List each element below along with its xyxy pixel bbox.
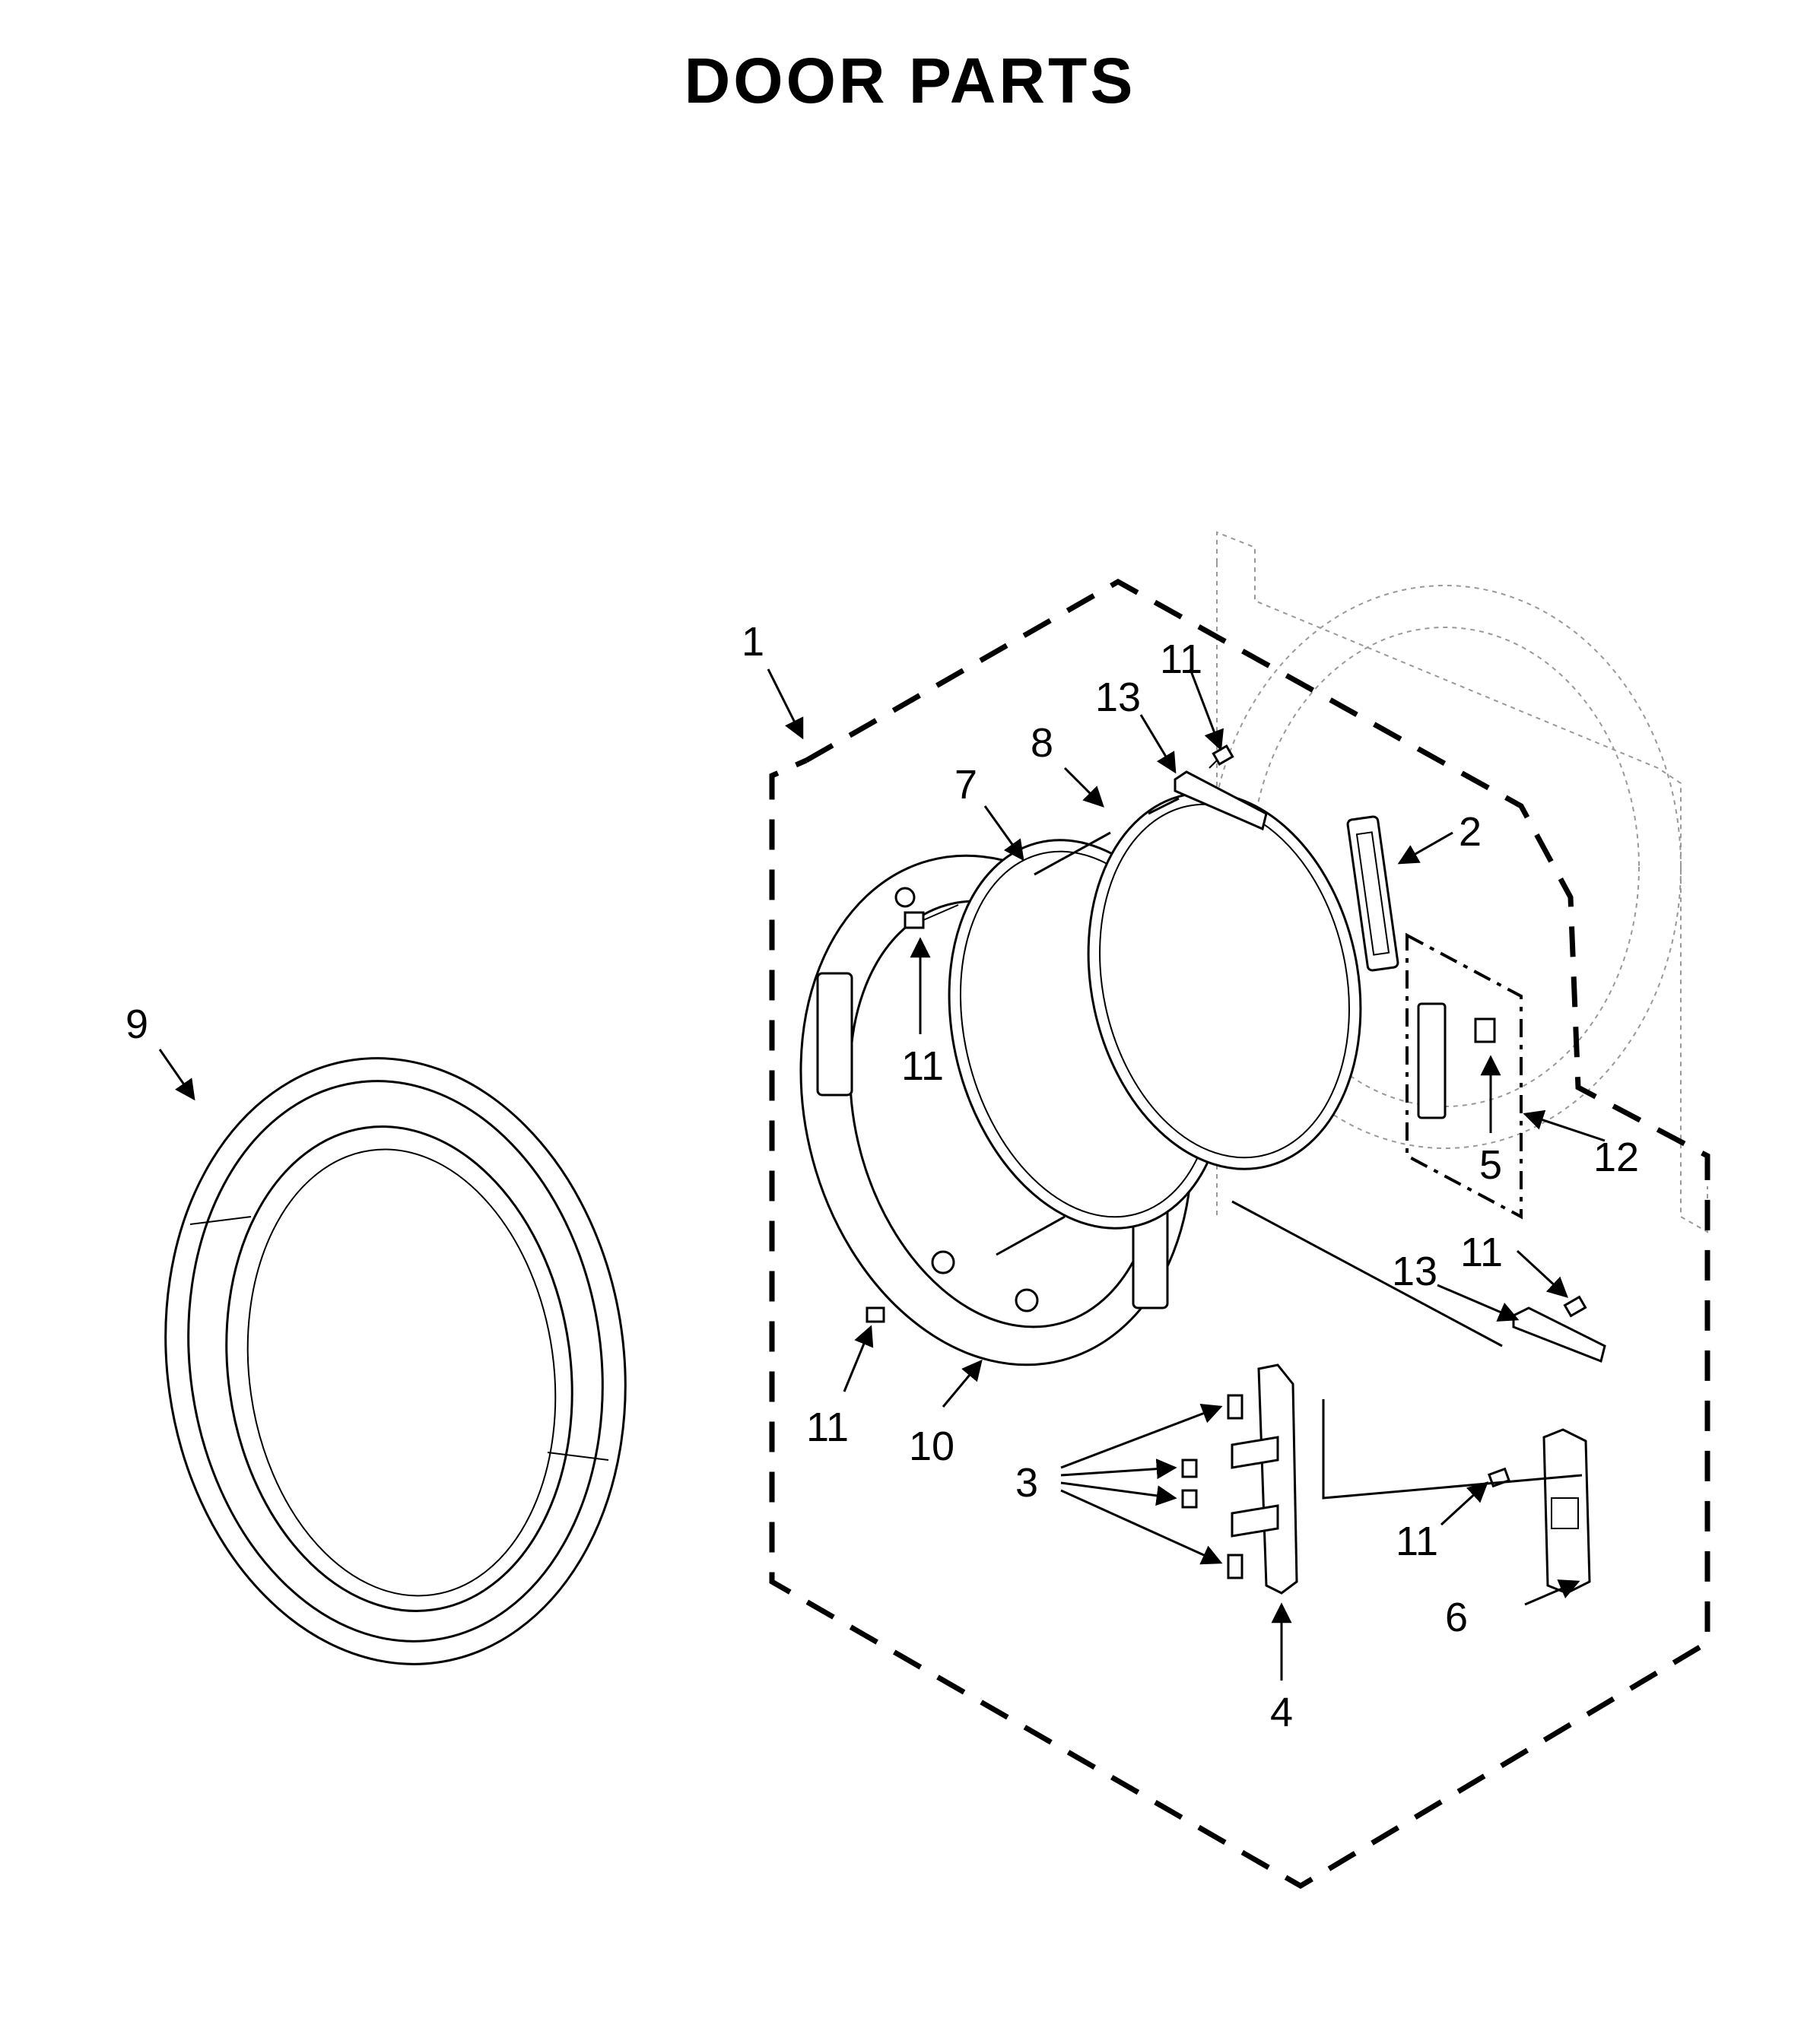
callout-2: 2 bbox=[1459, 809, 1482, 855]
callout-5: 5 bbox=[1479, 1142, 1502, 1188]
screw-right bbox=[1563, 1295, 1587, 1318]
callout-4: 4 bbox=[1270, 1690, 1293, 1735]
door-latch-strike bbox=[1346, 815, 1399, 972]
hinge-bushings bbox=[1181, 1394, 1244, 1579]
assembly-connector-lines bbox=[996, 797, 1583, 1500]
callout-7: 7 bbox=[954, 762, 977, 808]
callout-13-top: 13 bbox=[1095, 675, 1141, 720]
door-assembly-boundary bbox=[769, 578, 1710, 1890]
outer-door-ring bbox=[164, 1057, 627, 1665]
door-catch bbox=[1542, 1428, 1591, 1595]
lock-switch bbox=[1417, 1002, 1496, 1119]
callout-leaders bbox=[158, 668, 1606, 1681]
callout-1: 1 bbox=[742, 619, 764, 665]
switch-assembly-boundary bbox=[1405, 932, 1523, 1220]
callout-11-bottom-left: 11 bbox=[806, 1405, 849, 1450]
screw-upper bbox=[1209, 744, 1234, 769]
callout-9: 9 bbox=[125, 1001, 148, 1047]
callout-6: 6 bbox=[1445, 1595, 1468, 1640]
callout-11-top: 11 bbox=[1160, 636, 1202, 682]
screw-ring-bottom bbox=[866, 1306, 885, 1323]
screw-ring-top bbox=[904, 904, 959, 929]
callout-11-right: 11 bbox=[1460, 1230, 1503, 1275]
door-hinge bbox=[1231, 1363, 1298, 1595]
callout-3: 3 bbox=[1015, 1460, 1038, 1506]
hinge-plate-lower bbox=[1512, 1306, 1606, 1363]
callout-11-catch: 11 bbox=[1396, 1519, 1438, 1564]
callout-12: 12 bbox=[1593, 1135, 1639, 1180]
callout-13-bottom: 13 bbox=[1392, 1249, 1437, 1294]
callout-8: 8 bbox=[1031, 720, 1053, 766]
page-title: DOOR PARTS bbox=[684, 45, 1136, 116]
callout-11-ring: 11 bbox=[901, 1043, 944, 1089]
callout-10: 10 bbox=[909, 1424, 954, 1469]
hinge-plate-upper bbox=[1174, 770, 1268, 831]
